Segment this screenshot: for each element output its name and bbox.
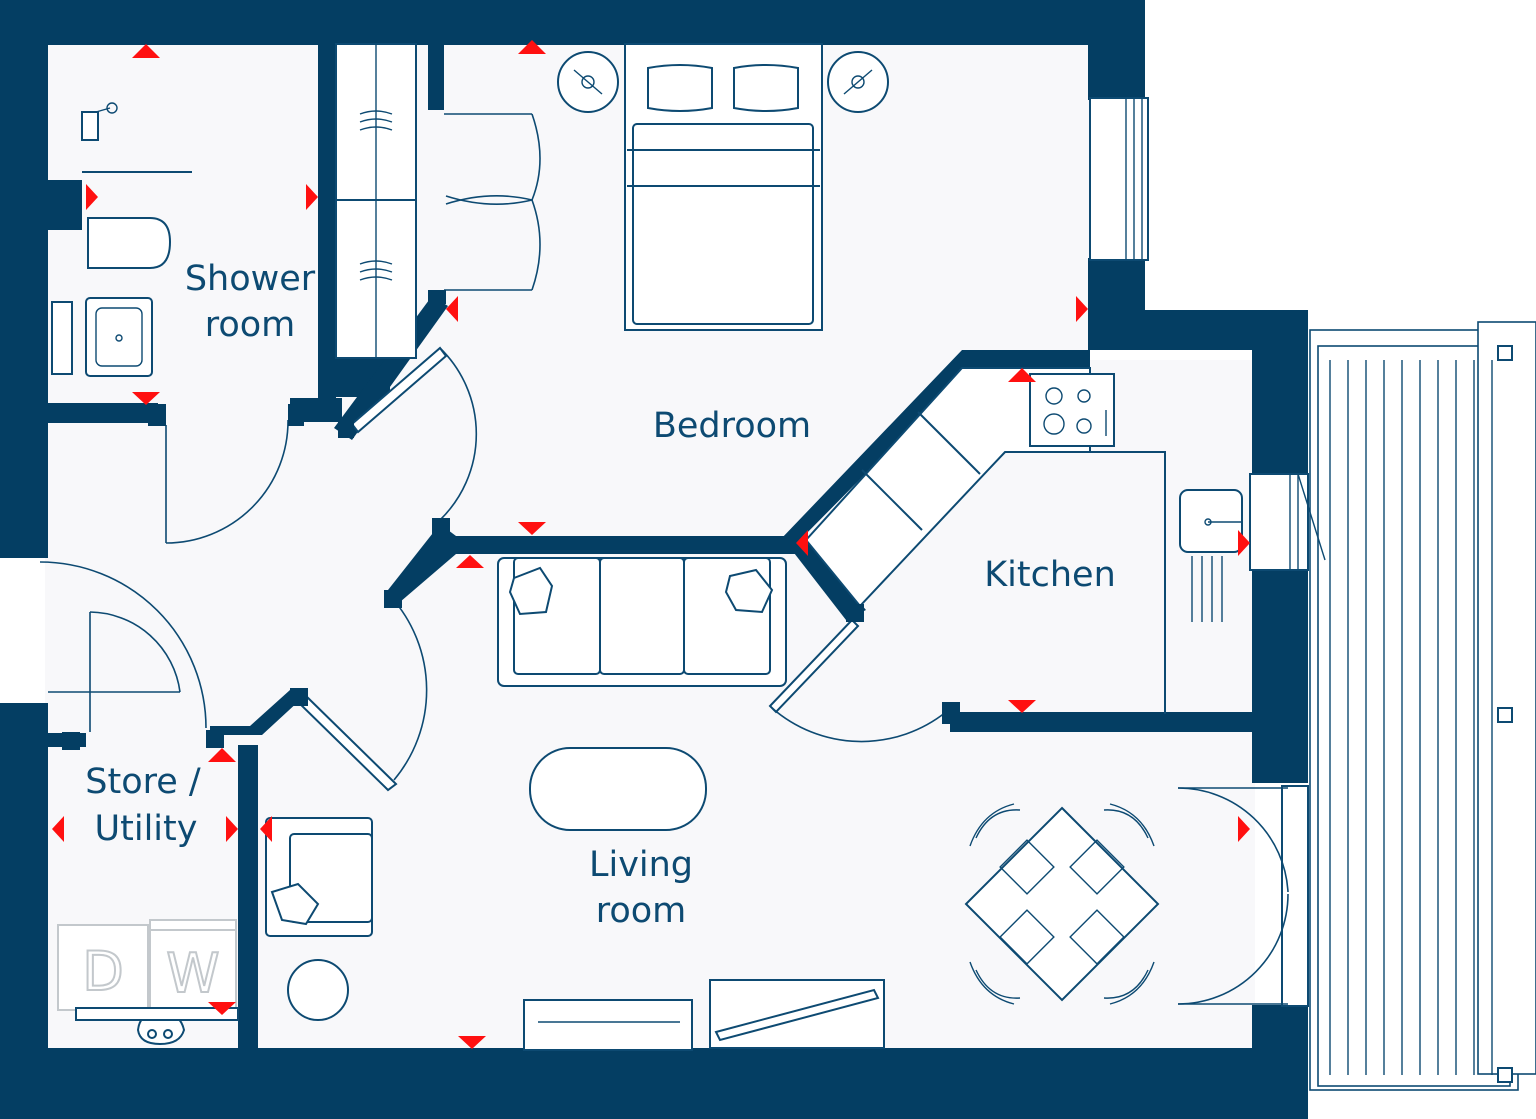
bedroom-label: Bedroom: [653, 406, 811, 446]
room-labels: Shower room Bedroom Kitchen Store / Util…: [85, 259, 1115, 931]
balcony: [1309, 321, 1536, 1091]
shower-room-fixtures: [48, 102, 192, 377]
external-walls: [0, 0, 1308, 1119]
kitchen-label: Kitchen: [984, 555, 1116, 595]
door-jambs: [62, 96, 960, 750]
store-utility-label-line1: Store /: [85, 762, 201, 802]
utility-fixtures: D W: [57, 919, 239, 1046]
shower-room-label-line1: Shower: [185, 259, 316, 299]
red-triangle-marker-icon: [52, 40, 1250, 1049]
living-room-label-line1: Living: [589, 845, 693, 885]
store-utility-label-line2: Utility: [95, 809, 198, 849]
living-room-label-line2: room: [596, 891, 687, 931]
shower-room-label-line2: room: [205, 305, 296, 345]
living-furniture: [265, 557, 1160, 1051]
wardrobe: [335, 43, 417, 359]
dryer-label: D: [82, 940, 124, 1003]
kitchen-fixtures: [804, 367, 1243, 714]
bedroom-furniture: [557, 43, 889, 331]
windows: [1089, 97, 1326, 571]
internal-walls: [48, 40, 1255, 1050]
doors: [39, 113, 1309, 1007]
washer-label: W: [166, 942, 219, 1005]
